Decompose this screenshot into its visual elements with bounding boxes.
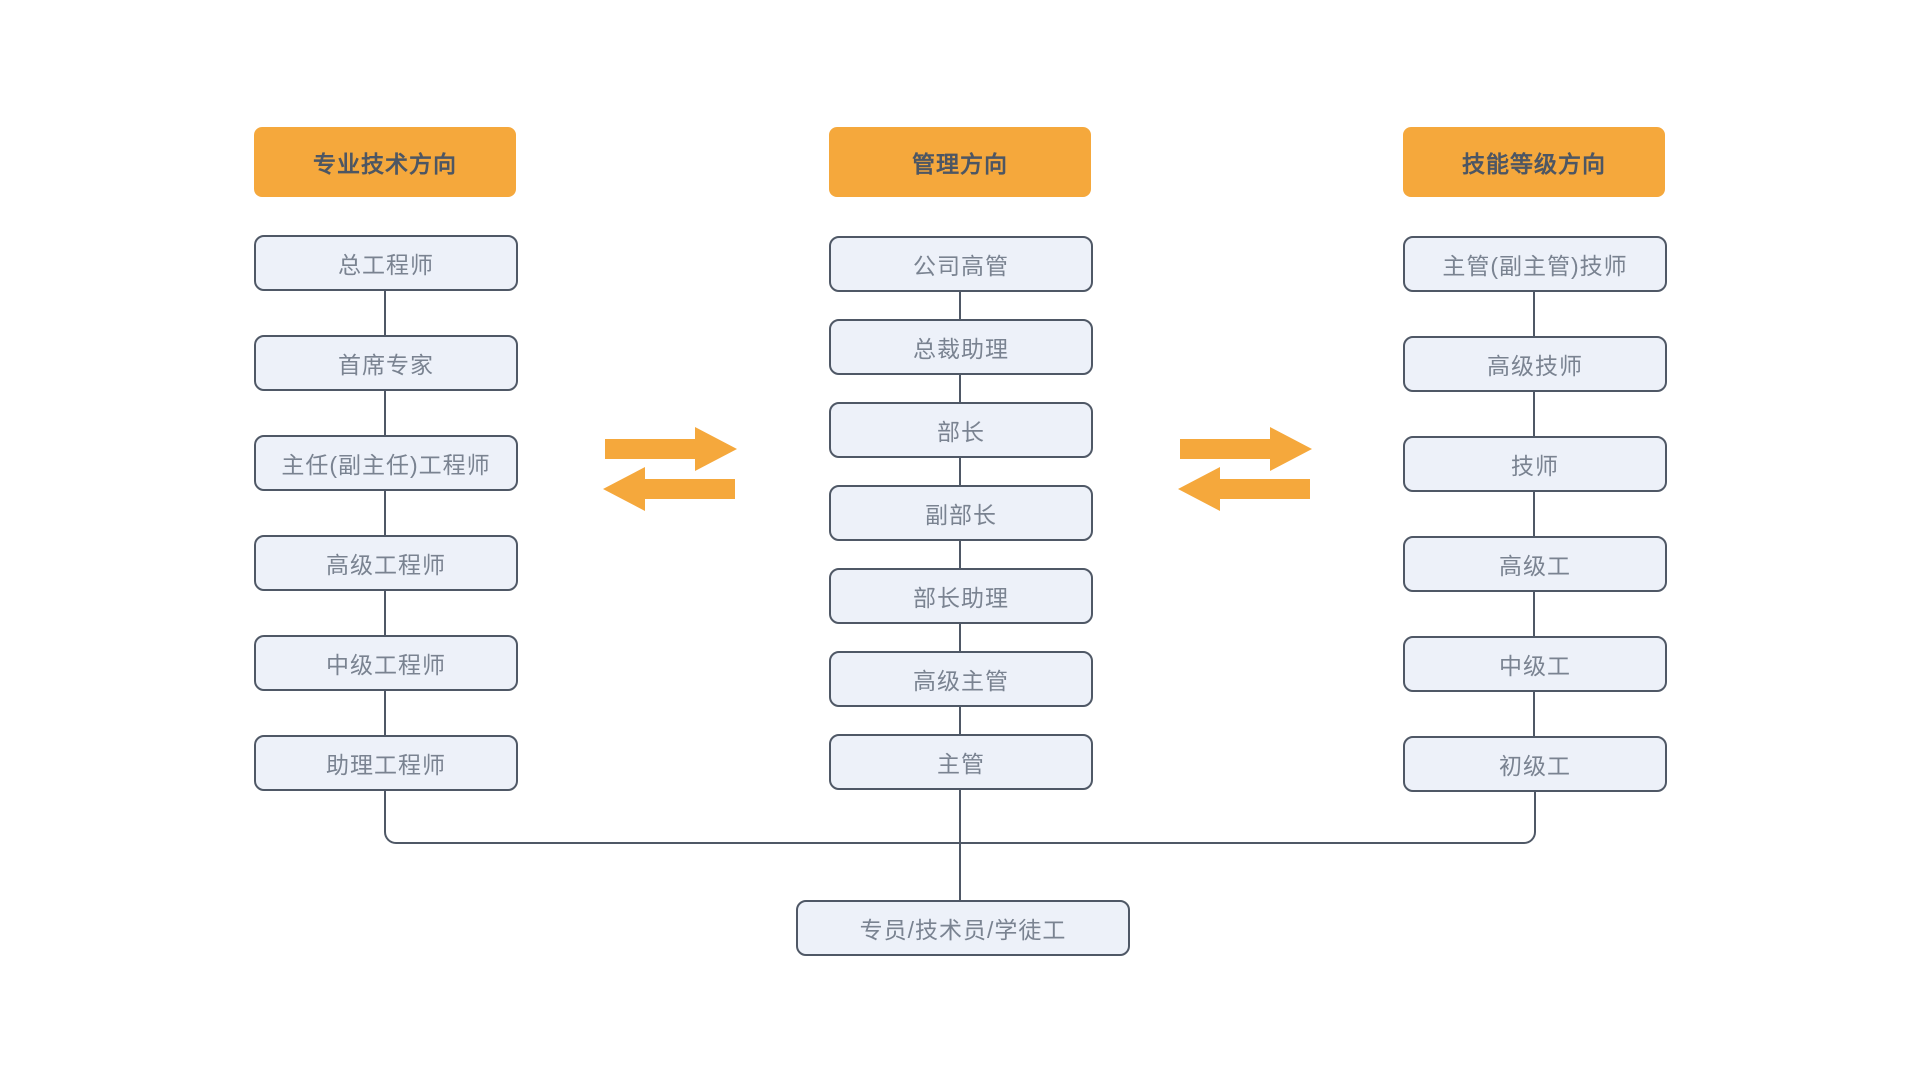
connector-line [384,589,386,635]
node-label: 高级技师 [1487,353,1583,379]
column-header-technical: 专业技术方向 [254,127,516,197]
node-label: 技师 [1511,453,1559,479]
connector-line [384,289,386,335]
connector-line [384,489,386,535]
arrow-right-icon [1180,427,1312,471]
connector-line [959,456,961,485]
column-header-technical-label: 专业技术方向 [313,151,457,177]
node-label: 部长 [937,419,985,445]
node-label: 主任(副主任)工程师 [281,452,491,478]
column-header-management: 管理方向 [829,127,1091,197]
node-chief-technician: 主管(副主管)技师 [1403,236,1667,292]
node-label: 首席专家 [338,352,434,378]
node-supervisor: 主管 [829,734,1093,790]
node-deputy-minister: 副部长 [829,485,1093,541]
exchange-arrows-right [1178,427,1312,511]
connector-line [959,373,961,402]
node-company-executive: 公司高管 [829,236,1093,292]
node-label: 中级工 [1499,653,1571,679]
column-header-skill-label: 技能等级方向 [1462,151,1606,177]
node-senior-technician: 高级技师 [1403,336,1667,392]
node-mid-engineer: 中级工程师 [254,635,518,691]
node-label: 专员/技术员/学徒工 [859,917,1067,943]
connector-elbow-right [960,790,1536,844]
node-label: 高级主管 [913,668,1009,694]
node-senior-worker: 高级工 [1403,536,1667,592]
column-header-management-label: 管理方向 [912,151,1008,177]
connector-elbow-left [384,789,961,844]
connector-line [1533,590,1535,636]
node-label: 主管 [937,751,985,777]
arrow-left-icon [1178,467,1310,511]
node-label: 中级工程师 [326,652,446,678]
node-label: 高级工 [1499,553,1571,579]
node-label: 公司高管 [913,253,1009,279]
node-label: 总裁助理 [913,336,1009,362]
connector-line [1533,490,1535,536]
connector-line [959,290,961,319]
connector-line [959,539,961,568]
connector-line [384,389,386,435]
node-senior-engineer: 高级工程师 [254,535,518,591]
connector-line [1533,290,1535,336]
node-senior-supervisor: 高级主管 [829,651,1093,707]
node-director-engineer: 主任(副主任)工程师 [254,435,518,491]
connector-line [959,622,961,651]
node-label: 助理工程师 [326,752,446,778]
node-label: 初级工 [1499,753,1571,779]
node-assistant-engineer: 助理工程师 [254,735,518,791]
connector-line [1533,390,1535,436]
node-base-role: 专员/技术员/学徒工 [796,900,1130,956]
node-chief-engineer: 总工程师 [254,235,518,291]
node-label: 主管(副主管)技师 [1442,253,1628,279]
node-technician: 技师 [1403,436,1667,492]
connector-line [959,705,961,734]
column-header-skill: 技能等级方向 [1403,127,1665,197]
connector-line-center [959,788,961,900]
node-minister: 部长 [829,402,1093,458]
node-label: 总工程师 [338,252,434,278]
node-chief-expert: 首席专家 [254,335,518,391]
connector-line [1533,690,1535,736]
node-label: 高级工程师 [326,552,446,578]
arrow-left-icon [603,467,735,511]
connector-line [384,689,386,735]
node-label: 部长助理 [913,585,1009,611]
exchange-arrows-left [603,427,737,511]
node-junior-worker: 初级工 [1403,736,1667,792]
node-president-assistant: 总裁助理 [829,319,1093,375]
arrow-right-icon [605,427,737,471]
node-minister-assistant: 部长助理 [829,568,1093,624]
node-label: 副部长 [925,502,997,528]
node-mid-worker: 中级工 [1403,636,1667,692]
